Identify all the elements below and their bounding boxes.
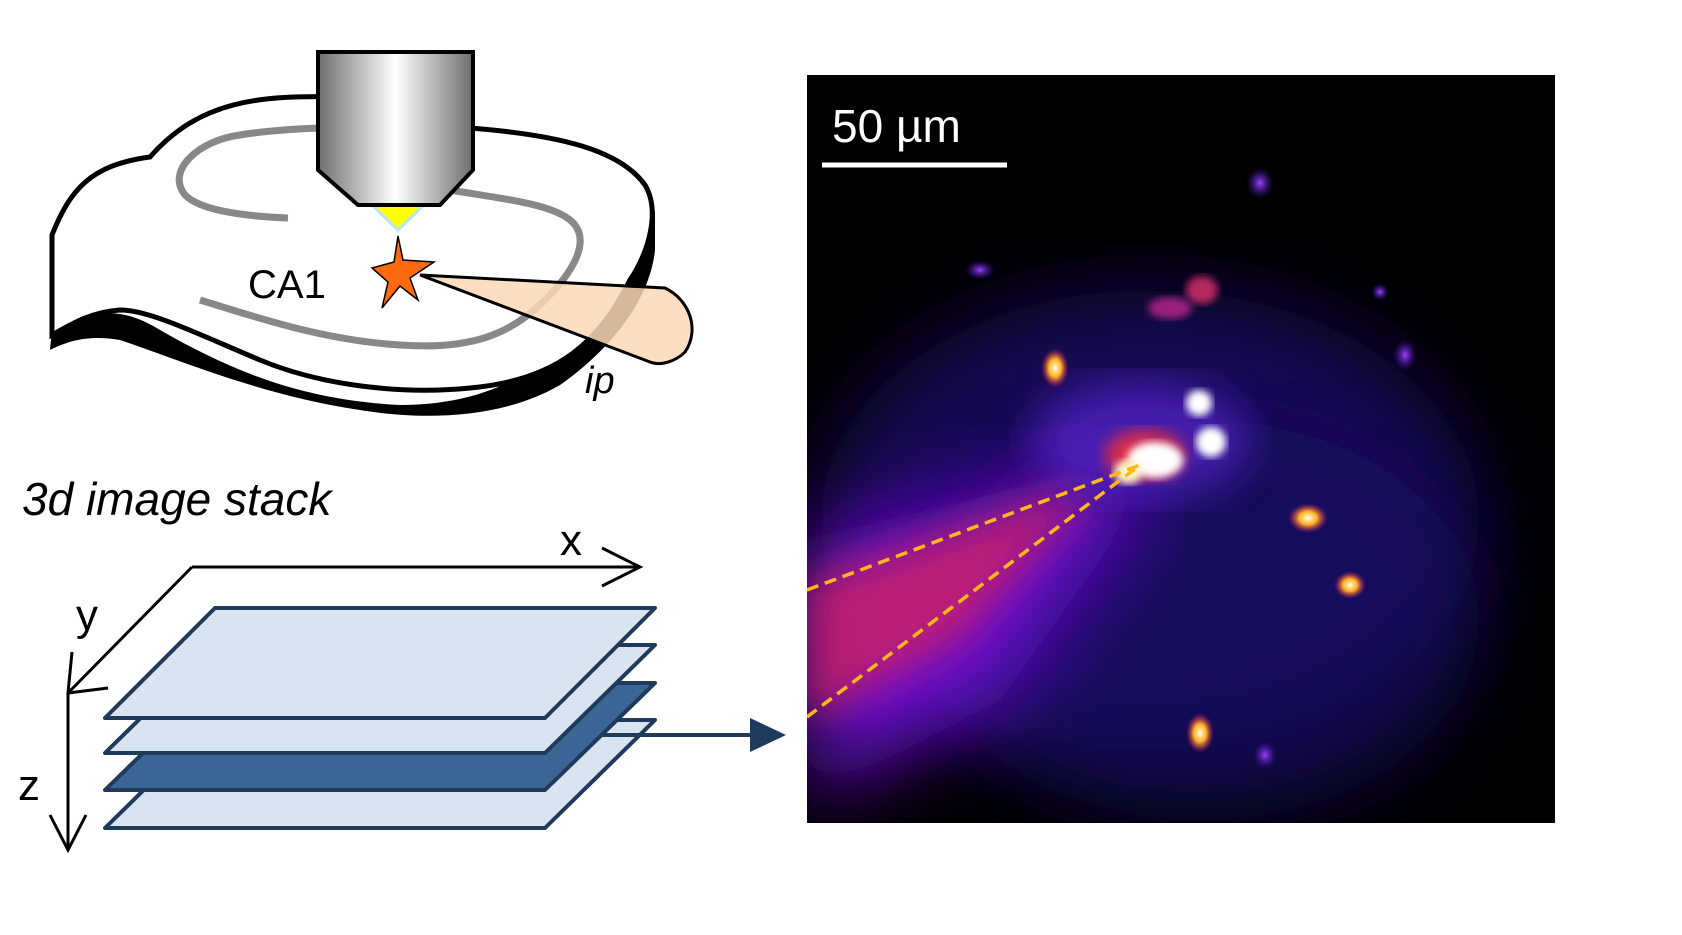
dentate-gyrus-line <box>175 124 331 222</box>
pipette-cone-outline <box>807 463 1142 719</box>
projection-arrow <box>600 718 786 752</box>
slice-outline <box>49 94 655 393</box>
z-axis-arrow <box>48 693 88 854</box>
soma <box>1186 276 1218 304</box>
soma <box>1041 348 1069 388</box>
soma <box>1186 390 1212 416</box>
microscope-objective-icon <box>316 50 475 207</box>
x-axis-label: x <box>560 516 582 565</box>
z-axis-label: z <box>18 761 40 810</box>
region-label: CA1 <box>248 263 326 307</box>
soma <box>1371 283 1389 301</box>
y-axis-label: y <box>76 591 98 640</box>
axes <box>48 546 644 854</box>
soma <box>1253 741 1277 769</box>
neuron-icon <box>370 235 437 309</box>
soma <box>1148 297 1192 319</box>
slice-shadow <box>50 210 655 416</box>
fluorescence-image: 50 µm <box>807 75 1555 823</box>
image-stack <box>103 606 657 830</box>
hippocampal-slice: CA1 ip <box>49 50 694 416</box>
pipette <box>419 273 694 366</box>
soma <box>1334 571 1366 599</box>
soma <box>1288 503 1328 533</box>
soma <box>1196 427 1226 457</box>
cell-somata <box>965 167 1417 769</box>
pipette-label: ip <box>585 360 615 402</box>
soma <box>1393 339 1417 371</box>
soma <box>1186 713 1214 753</box>
scale-bar-label: 50 µm <box>832 100 961 152</box>
x-axis-arrow <box>192 546 644 588</box>
stack-plane <box>103 606 657 720</box>
soma <box>965 260 995 280</box>
soma <box>1246 167 1274 199</box>
stack-title: 3d image stack <box>22 473 333 525</box>
